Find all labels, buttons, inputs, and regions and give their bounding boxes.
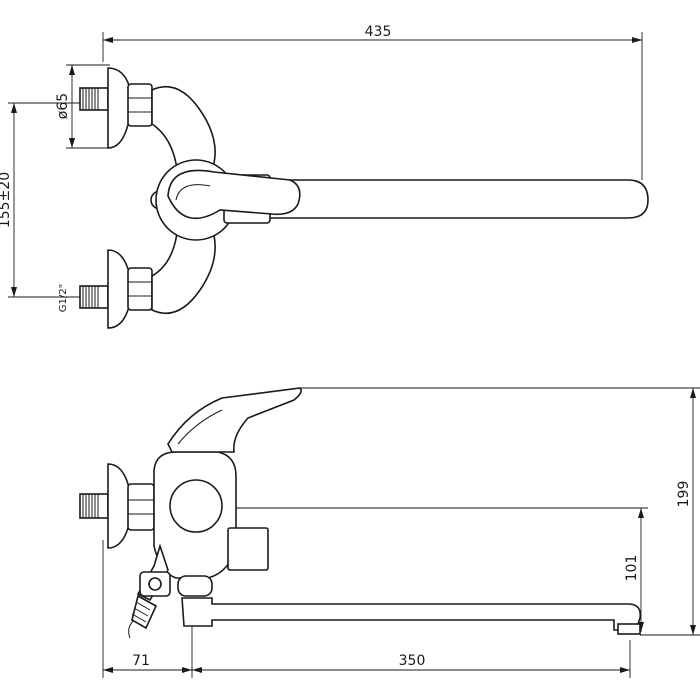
spout-side-view xyxy=(181,597,642,635)
dimension-label-spout-length: 350 xyxy=(399,653,426,669)
dimension-label-height: 199 xyxy=(676,481,692,508)
lever-top-view xyxy=(167,169,301,220)
dimension-label-offset: 71 xyxy=(132,653,150,669)
diverter-outlet xyxy=(128,543,213,639)
top-view: 435 ø65 155±20 G1/2" xyxy=(0,24,649,329)
dimension-height: 199 xyxy=(300,387,700,636)
upper-inlet-connector xyxy=(79,67,153,149)
dimension-label-center-distance: 155±20 xyxy=(0,172,13,228)
dimension-label-435: 435 xyxy=(365,24,392,40)
dimension-label-diameter: ø65 xyxy=(55,93,71,119)
dimension-label-spout-height: 101 xyxy=(624,555,640,582)
inlet-connector-side xyxy=(79,463,155,549)
lever-side-view xyxy=(167,387,302,453)
dimension-diameter: ø65 xyxy=(55,64,110,149)
thread-label: G1/2" xyxy=(58,284,69,312)
dimension-overall-length: 435 xyxy=(102,24,643,180)
side-view: 199 101 71 350 xyxy=(79,387,700,678)
mixer-body-side xyxy=(153,451,269,579)
lower-inlet-connector xyxy=(79,249,153,329)
dimension-center-distance: 155±20 xyxy=(0,102,80,298)
dimension-spout-height: 101 xyxy=(210,507,648,632)
dimension-horizontal: 71 350 xyxy=(102,540,631,678)
